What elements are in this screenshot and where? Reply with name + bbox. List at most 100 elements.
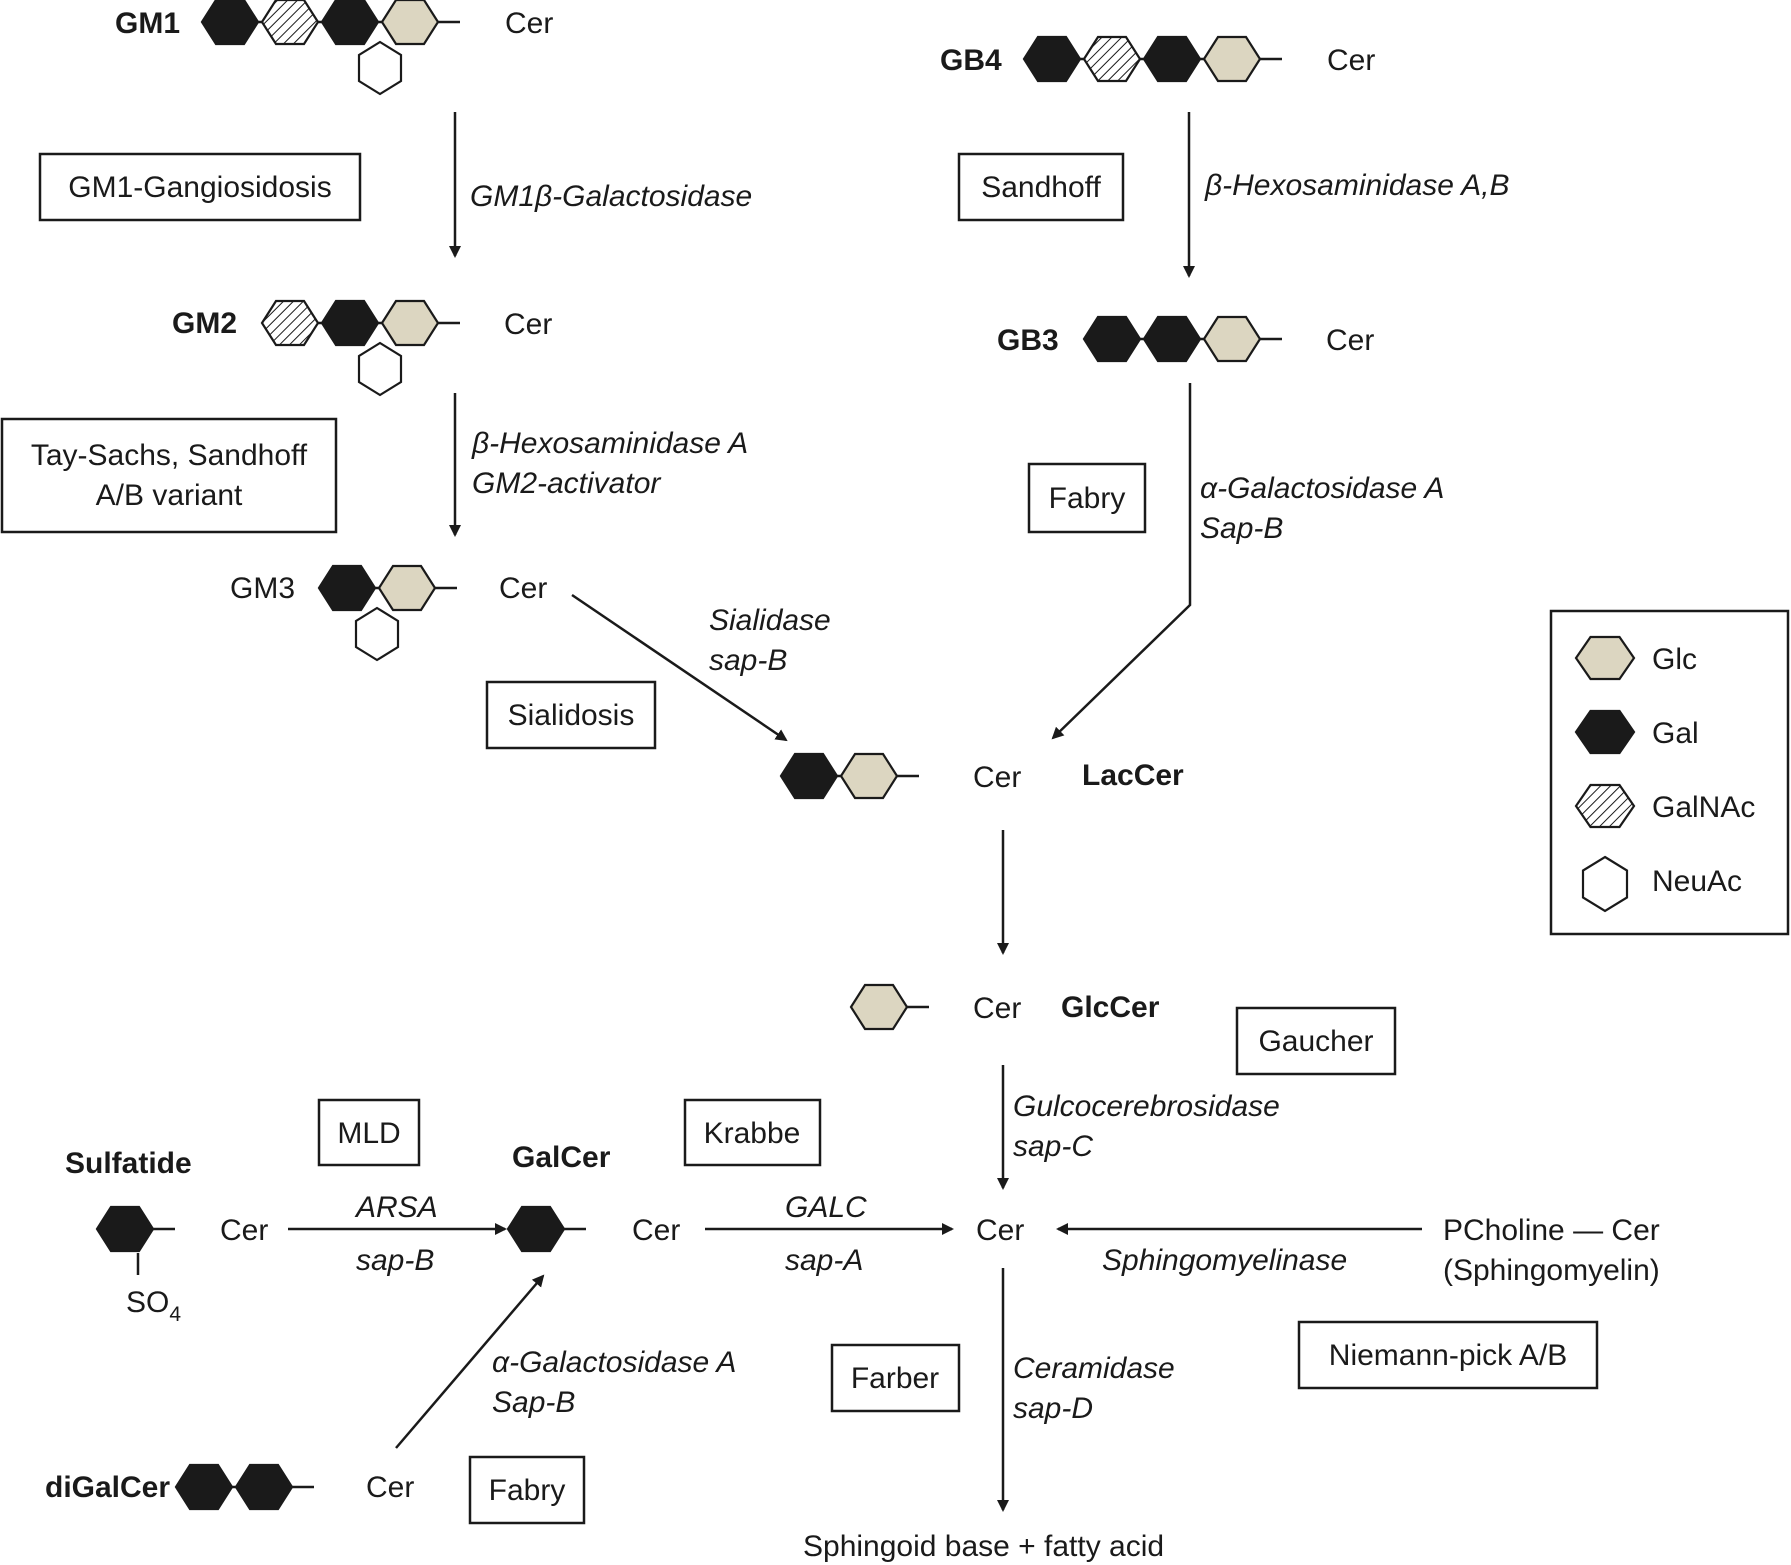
- cer-label-laccer: Cer: [973, 761, 1021, 794]
- svg-text:MLD: MLD: [337, 1117, 400, 1150]
- glc-residue-icon: [380, 0, 440, 46]
- disease-box-fabry-bottom: Fabry: [468, 1455, 586, 1525]
- disease-box-gaucher: Gaucher: [1235, 1006, 1397, 1076]
- disease-box-farber: Farber: [830, 1343, 961, 1413]
- neuac-residue-icon: [357, 341, 403, 397]
- molecule-name-digalcer: diGalCer: [45, 1471, 170, 1504]
- cer-label-gb3: Cer: [1326, 324, 1374, 357]
- cer-center-label: Cer: [976, 1214, 1024, 1247]
- disease-box-gm1-gangliosidosis: GM1-Gangiosidosis: [38, 152, 362, 222]
- gal-residue-icon: [1022, 35, 1082, 83]
- molecule-name-gm2: GM2: [172, 307, 237, 340]
- gal-residue-icon: [1142, 315, 1202, 363]
- legend-gal-icon: [1574, 709, 1636, 755]
- molecule-name-sulfatide: Sulfatide: [65, 1147, 192, 1180]
- disease-box-fabry-top: Fabry: [1027, 462, 1147, 534]
- enzyme-gm1: GM1β-Galactosidase: [470, 180, 752, 213]
- disease-box-sialidosis: Sialidosis: [485, 680, 657, 750]
- molecule-name-gm3: GM3: [230, 572, 295, 605]
- galnac-residue-icon: [260, 0, 320, 46]
- molecule-gb3: GB3 Cer: [997, 315, 1374, 363]
- disease-box-tay-sachs: Tay-Sachs, Sandhoff A/B variant: [0, 417, 338, 534]
- glc-residue-icon: [377, 564, 437, 612]
- legend-label-gal: Gal: [1652, 717, 1699, 750]
- disease-box-krabbe: Krabbe: [683, 1098, 822, 1167]
- disease-box-mld: MLD: [317, 1098, 421, 1167]
- galnac-residue-icon: [260, 299, 320, 347]
- disease-box-sandhoff: Sandhoff: [957, 152, 1125, 222]
- product-label: Sphingoid base + fatty acid: [803, 1530, 1164, 1563]
- enzyme-sphingomyelin: Sphingomyelinase: [1102, 1244, 1347, 1277]
- enzyme-cer-line2: sap-D: [1013, 1392, 1093, 1425]
- svg-text:Fabry: Fabry: [489, 1474, 566, 1507]
- enzyme-glccer-line1: Gulcocerebrosidase: [1013, 1090, 1280, 1123]
- enzyme-galcer-top: GALC: [785, 1191, 867, 1224]
- molecule-sulfatide: Sulfatide Cer SO4: [65, 1147, 268, 1326]
- enzyme-gb3-line1: α-Galactosidase A: [1200, 472, 1444, 505]
- molecule-gm3: GM3 Cer: [230, 564, 547, 662]
- glc-residue-icon: [1202, 315, 1262, 363]
- cer-label-gm2: Cer: [504, 308, 552, 341]
- arrows: [288, 112, 1422, 1512]
- molecule-name-laccer: LacCer: [1082, 759, 1184, 792]
- molecule-laccer: Cer LacCer: [779, 752, 1184, 800]
- legend-glc-icon: [1574, 635, 1636, 681]
- molecule-digalcer: diGalCer Cer: [45, 1463, 414, 1511]
- gal-residue-icon: [317, 564, 377, 612]
- enzyme-glccer-line2: sap-C: [1013, 1130, 1093, 1163]
- enzyme-galcer-bottom: sap-A: [785, 1244, 863, 1277]
- sphingomyelin-line2: (Sphingomyelin): [1443, 1254, 1660, 1287]
- enzyme-digalcer-line1: α-Galactosidase A: [492, 1346, 736, 1379]
- gal-residue-icon: [234, 1463, 294, 1511]
- molecule-name-gm1: GM1: [115, 7, 180, 40]
- legend-label-glc: Glc: [1652, 643, 1697, 676]
- svg-text:Sialidosis: Sialidosis: [508, 699, 635, 732]
- enzyme-gb3-line2: Sap-B: [1200, 512, 1283, 545]
- enzyme-gm2-line1: β-Hexosaminidase A: [471, 427, 748, 460]
- disease-box-niemann-pick: Niemann-pick A/B: [1297, 1320, 1599, 1390]
- enzyme-digalcer-line2: Sap-B: [492, 1386, 575, 1419]
- enzyme-gm3-line2: sap-B: [709, 644, 787, 677]
- svg-text:Krabbe: Krabbe: [704, 1117, 801, 1150]
- cer-label-gm3: Cer: [499, 572, 547, 605]
- cer-label-galcer: Cer: [632, 1214, 680, 1247]
- galnac-residue-icon: [1082, 35, 1142, 83]
- enzyme-cer-line1: Ceramidase: [1013, 1352, 1175, 1385]
- molecule-name-gb4: GB4: [940, 44, 1002, 77]
- cer-label-digalcer: Cer: [366, 1471, 414, 1504]
- enzyme-gm2-line2: GM2-activator: [472, 467, 661, 500]
- enzyme-sulfatide-top: ARSA: [354, 1191, 438, 1224]
- molecule-glccer: Cer GlcCer: [849, 983, 1160, 1031]
- cer-label-glccer: Cer: [973, 992, 1021, 1025]
- arrow-gb3-to-laccer: [1051, 383, 1192, 740]
- svg-text:GM1-Gangiosidosis: GM1-Gangiosidosis: [68, 171, 331, 204]
- gal-residue-icon: [320, 0, 380, 46]
- molecule-name-gb3: GB3: [997, 324, 1059, 357]
- gal-residue-icon: [174, 1463, 234, 1511]
- svg-text:Sandhoff: Sandhoff: [981, 171, 1101, 204]
- so4-label: SO4: [126, 1286, 181, 1326]
- molecule-gb4: GB4 Cer: [940, 35, 1375, 83]
- arrow-digalcer-to-galcer: [395, 1274, 545, 1449]
- cer-label-sulfatide: Cer: [220, 1214, 268, 1247]
- svg-text:Tay-Sachs, Sandhoff: Tay-Sachs, Sandhoff: [31, 439, 308, 472]
- gal-residue-icon: [320, 299, 380, 347]
- molecule-name-galcer: GalCer: [512, 1141, 611, 1174]
- enzyme-sulfatide-bottom: sap-B: [356, 1244, 434, 1277]
- glc-residue-icon: [849, 983, 909, 1031]
- glc-residue-icon: [1202, 35, 1262, 83]
- legend-galnac-icon: [1574, 783, 1636, 829]
- cer-label-gb4: Cer: [1327, 44, 1375, 77]
- gal-residue-icon: [200, 0, 260, 46]
- svg-text:Niemann-pick A/B: Niemann-pick A/B: [1329, 1339, 1567, 1372]
- molecule-gm1: GM1 Cer: [115, 0, 553, 96]
- arrow-gm3-to-laccer: [571, 593, 788, 742]
- molecule-name-glccer: GlcCer: [1061, 991, 1160, 1024]
- gal-residue-icon: [1082, 315, 1142, 363]
- neuac-residue-icon: [354, 606, 400, 662]
- molecule-gm2: GM2 Cer: [172, 299, 552, 397]
- svg-text:Gaucher: Gaucher: [1258, 1025, 1373, 1058]
- legend-label-neuac: NeuAc: [1652, 865, 1742, 898]
